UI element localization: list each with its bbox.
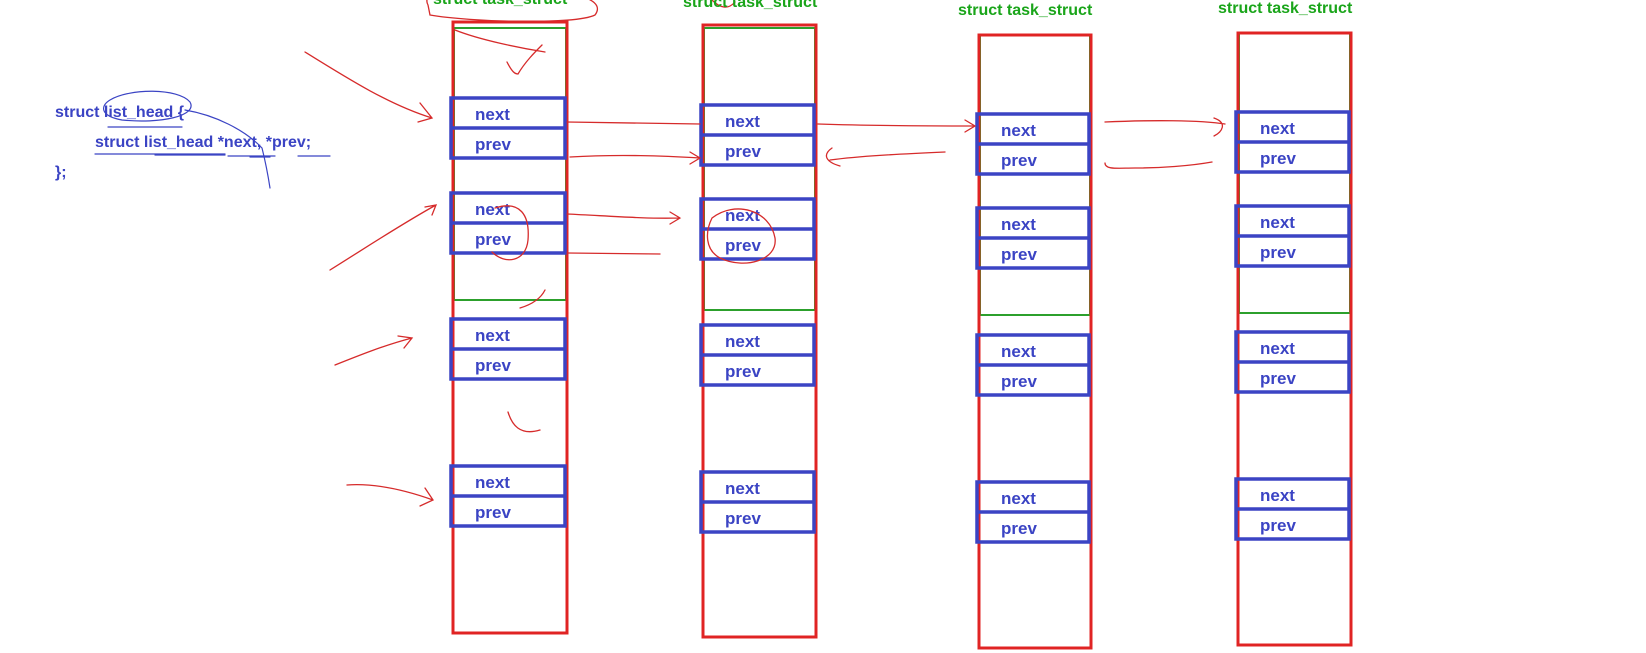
code-line-closing-brace: }; [55, 164, 67, 181]
field-label-next: next [1001, 342, 1036, 361]
annotation-stroke [569, 151, 702, 165]
annotation-stroke [304, 51, 434, 123]
annotation-stroke [1104, 161, 1213, 169]
code-line-members: struct list_head *next, *prev; [95, 134, 312, 151]
field-label-next: next [1260, 339, 1295, 358]
field-label-prev: prev [725, 362, 761, 381]
field-label-next: next [1001, 489, 1036, 508]
field-label-prev: prev [725, 509, 761, 528]
annotation-stroke [329, 204, 438, 271]
annotation-stroke [454, 29, 546, 53]
field-label-prev: prev [1260, 243, 1296, 262]
task-struct-box [977, 33, 1093, 650]
field-label-next: next [475, 105, 510, 124]
annotation-stroke [817, 119, 977, 133]
code-line-struct-list-head: struct list_head { [55, 104, 184, 121]
struct-title-4: struct task_struct [1218, 0, 1353, 17]
annotation-stroke [346, 484, 434, 507]
annotation-stroke [103, 90, 192, 122]
annotation-stroke [1104, 117, 1226, 137]
annotation-stroke [825, 147, 946, 167]
task-struct-box [451, 20, 569, 635]
field-label-prev: prev [475, 503, 511, 522]
struct-title-3: struct task_struct [958, 2, 1093, 19]
field-label-next: next [475, 326, 510, 345]
struct-title-2: struct task_struct [683, 0, 818, 11]
annotation-stroke [426, 0, 599, 23]
field-label-next: next [1001, 215, 1036, 234]
field-label-next: next [725, 332, 760, 351]
annotation-stroke [566, 121, 701, 125]
struct-inner-outline [703, 27, 816, 311]
field-label-next: next [475, 473, 510, 492]
field-label-next: next [1260, 119, 1295, 138]
task-struct-box [701, 23, 818, 639]
annotation-stroke [566, 211, 682, 225]
field-label-prev: prev [475, 135, 511, 154]
field-label-prev: prev [1260, 149, 1296, 168]
field-label-prev: prev [1001, 151, 1037, 170]
annotation-stroke [711, 0, 736, 8]
annotation-stroke [506, 44, 543, 75]
field-label-prev: prev [725, 142, 761, 161]
struct-title-1: struct task_struct [433, 0, 567, 9]
task-struct-box [1236, 31, 1353, 647]
annotation-stroke [184, 109, 271, 189]
field-label-next: next [725, 112, 760, 131]
annotation-stroke [706, 208, 776, 264]
annotation-stroke [334, 335, 414, 366]
field-label-prev: prev [1260, 369, 1296, 388]
field-label-prev: prev [1001, 372, 1037, 391]
field-label-next: next [475, 200, 510, 219]
field-label-prev: prev [1001, 519, 1037, 538]
field-label-prev: prev [725, 236, 761, 255]
field-label-prev: prev [1001, 245, 1037, 264]
annotation-stroke [491, 205, 529, 261]
annotation-stroke [566, 252, 661, 255]
field-label-next: next [1001, 121, 1036, 140]
annotation-stroke [507, 411, 541, 433]
field-label-prev: prev [475, 356, 511, 375]
field-label-prev: prev [475, 230, 511, 249]
field-label-prev: prev [1260, 516, 1296, 535]
field-label-next: next [1260, 213, 1295, 232]
field-label-next: next [1260, 486, 1295, 505]
annotation-stroke [519, 289, 546, 309]
field-label-next: next [725, 479, 760, 498]
